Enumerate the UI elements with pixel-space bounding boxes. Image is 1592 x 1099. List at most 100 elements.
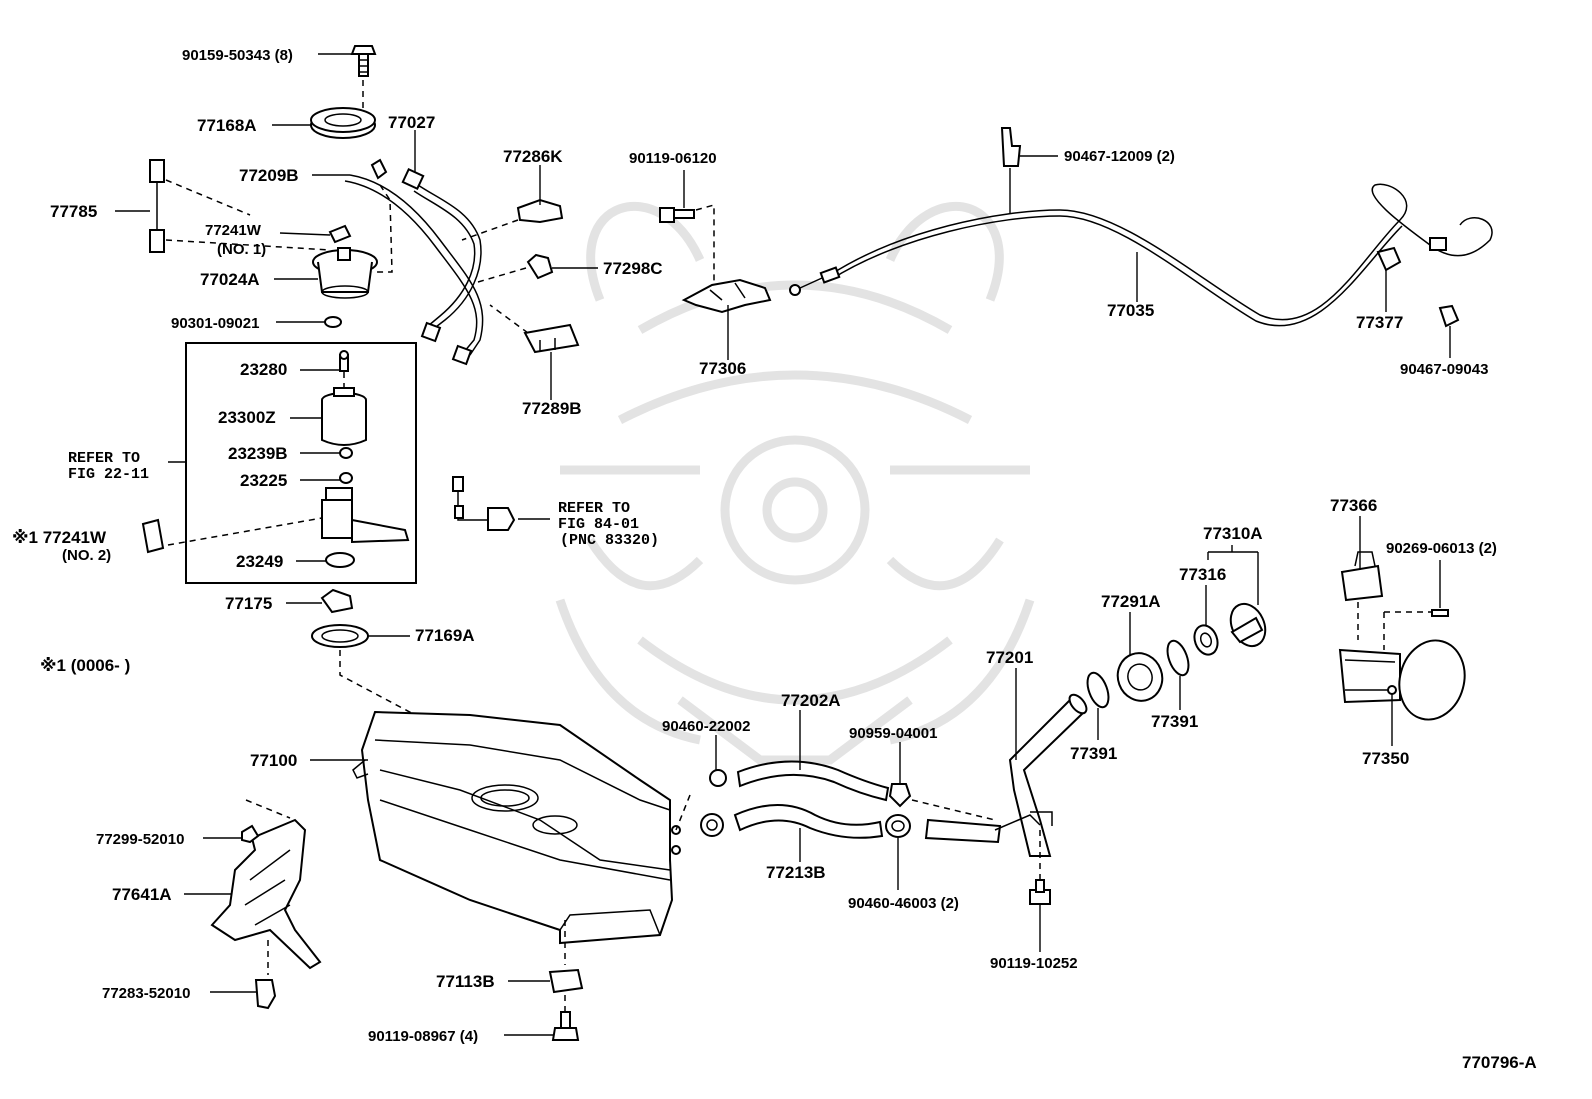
clamp-77377 (1376, 246, 1402, 272)
label-77201: 77201 (986, 648, 1033, 667)
label-77316: 77316 (1179, 565, 1226, 584)
gasket-77316 (1193, 624, 1219, 656)
clamp-90460-46003 (885, 814, 911, 838)
label-77377: 77377 (1356, 313, 1403, 332)
filler-pipe-77201 (994, 693, 1088, 857)
label-90460-46003: 90460-46003 (2) (848, 895, 959, 912)
label-fig-84-01: FIG 84-01 (558, 516, 639, 533)
label-77169A: 77169A (415, 626, 475, 645)
pump-pin-23280 (339, 350, 349, 372)
retainer-77175 (320, 588, 354, 614)
label-90119-08967: 90119-08967 (4) (368, 1028, 478, 1045)
fuel-lid-opener-77366 (1340, 551, 1384, 602)
label-23249: 23249 (236, 552, 283, 571)
label-90119-06120: 90119-06120 (629, 150, 717, 167)
screw-90269-06013 (1431, 609, 1449, 617)
fuel-pump-23220 (321, 487, 410, 544)
fuel-pump-group-box (185, 342, 417, 584)
label-no2: (NO. 2) (62, 547, 111, 564)
sender-unit-77785 (149, 159, 165, 253)
filler-neck-77291A (1116, 652, 1164, 702)
label-77291A: 77291A (1101, 592, 1161, 611)
label-note1: ※1 (0006- ) (40, 656, 130, 675)
washer-90301-09021 (324, 316, 342, 328)
label-77641A: 77641A (112, 885, 172, 904)
label-77202A: 77202A (781, 691, 841, 710)
clamp-90460-22002 (700, 769, 727, 837)
fuel-tube-77209B (344, 158, 484, 356)
label-77350: 77350 (1362, 749, 1409, 768)
band-77113B (548, 968, 584, 994)
label-77306: 77306 (699, 359, 746, 378)
label-77366: 77366 (1330, 496, 1377, 515)
protector-77289B (523, 323, 580, 354)
label-23300Z: 23300Z (218, 408, 276, 427)
tank-protector-77641A (210, 818, 322, 970)
label-77168A: 77168A (197, 116, 257, 135)
o-ring-23239B (339, 447, 353, 459)
part-labels: 90159-50343 (8) 77168A 77027 77209B 7778… (12, 47, 1537, 1072)
label-77100: 77100 (250, 751, 297, 770)
clamp-90467-09043 (1438, 304, 1460, 328)
fuel-lid-77350 (1338, 639, 1466, 721)
label-90301-09021: 90301-09021 (171, 315, 259, 332)
label-77310A: 77310A (1203, 524, 1263, 543)
clip-77283-52010 (254, 979, 277, 1010)
hose-short (924, 818, 1002, 844)
label-pnc-83320: (PNC 83320) (560, 532, 659, 549)
gasket-77169A (311, 624, 369, 648)
watermark-helmet (555, 202, 1035, 765)
bolt-90119-08967 (551, 1011, 580, 1041)
hose-77213B (733, 804, 884, 839)
lever-bracket-77306 (681, 278, 772, 314)
gasket-77241W-no2 (141, 518, 165, 554)
leader-lines (115, 53, 1451, 1036)
label-77391-a: 77391 (1070, 744, 1117, 763)
fuel-tank-77100 (352, 710, 681, 945)
label-77241W-no1: 77241W (205, 222, 262, 239)
bolt-90119-10252 (1029, 879, 1051, 905)
label-77035: 77035 (1107, 301, 1154, 320)
gasket-77241W-no1 (328, 224, 352, 244)
label-refer-to-84-01: REFER TO (558, 500, 630, 517)
retainer-ring-77168A (310, 107, 376, 139)
label-77027: 77027 (388, 113, 435, 132)
label-90159-50343: 90159-50343 (8) (182, 47, 293, 64)
label-77785: 77785 (50, 202, 97, 221)
clamp-77298C (526, 253, 554, 280)
label-77213B: 77213B (766, 863, 826, 882)
label-90269-06013: 90269-06013 (2) (1386, 540, 1497, 557)
label-90467-09043: 90467-09043 (1400, 361, 1488, 378)
label-77299-52010: 77299-52010 (96, 831, 184, 848)
label-77286K: 77286K (503, 147, 563, 166)
bolt-90119-06120 (659, 207, 695, 223)
diagram-id: 770796-A (1462, 1053, 1537, 1072)
label-77175: 77175 (225, 594, 272, 613)
label-23239B: 23239B (228, 444, 288, 463)
label-77241W-no2: ※1 77241W (12, 528, 107, 547)
cushion-23225 (339, 472, 353, 484)
label-77024A: 77024A (200, 270, 260, 289)
opener-cable-77035 (789, 183, 1493, 327)
pump-bracket-77024A (312, 247, 378, 299)
gasket-77391-a (1086, 671, 1110, 709)
fuel-tube-77027 (401, 167, 482, 366)
clamp-90959-04001 (888, 783, 912, 808)
label-77289B: 77289B (522, 399, 582, 418)
fuel-cap-77310A (1229, 602, 1267, 648)
label-77113B: 77113B (436, 972, 495, 991)
label-refer-to-22-11: REFER TO (68, 450, 140, 467)
fuel-filter-23300Z (321, 387, 367, 446)
label-90467-12009: 90467-12009 (2) (1064, 148, 1175, 165)
label-23280: 23280 (240, 360, 287, 379)
label-no1: (NO. 1) (217, 241, 266, 258)
label-77283-52010: 77283-52010 (102, 985, 190, 1002)
bolt-90159-50343 (350, 45, 377, 77)
clamp-90467-12009 (1000, 127, 1022, 167)
label-23225: 23225 (240, 471, 287, 490)
spacer-23249 (325, 552, 355, 568)
label-77209B: 77209B (239, 166, 299, 185)
gasket-77391-b (1166, 639, 1190, 677)
